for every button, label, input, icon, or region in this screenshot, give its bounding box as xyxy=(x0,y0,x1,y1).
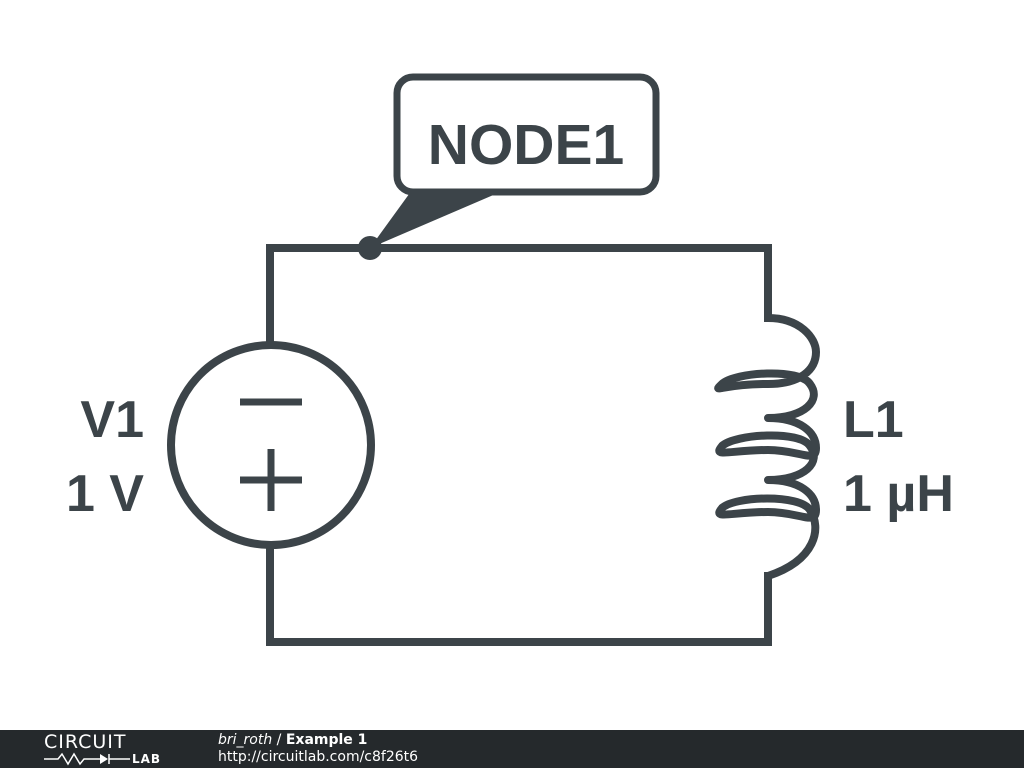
credit-separator: / xyxy=(276,732,282,748)
logo-sub-wordmark: LAB xyxy=(132,752,162,766)
circuit-url[interactable]: http://circuitlab.com/c8f26t6 xyxy=(218,749,419,765)
credit-line: bri_roth / Example 1 xyxy=(218,732,367,749)
node-dot xyxy=(358,236,382,260)
node-callout: NODE1 xyxy=(358,73,660,260)
resistor-diode-icon xyxy=(44,752,130,766)
wire-top xyxy=(266,244,772,349)
inductor-value-label: 1 µH xyxy=(843,465,954,523)
logo-wordmark: CIRCUIT xyxy=(44,731,127,753)
source-name-label: V1 xyxy=(80,391,144,449)
circuit-title[interactable]: Example 1 xyxy=(285,732,368,748)
inductor-symbol xyxy=(714,314,820,580)
inductor-name-label: L1 xyxy=(843,391,904,449)
node-label: NODE1 xyxy=(428,113,624,177)
author-name[interactable]: bri_roth xyxy=(218,732,273,748)
wire-bottom xyxy=(266,541,772,646)
footer-bar: CIRCUIT LAB bri_roth / Example 1 http://… xyxy=(0,730,1024,768)
voltage-source-symbol xyxy=(167,341,375,549)
circuit-schematic: NODE1 V1 1 V L1 1 µH xyxy=(66,73,954,646)
source-value-label: 1 V xyxy=(66,465,144,523)
